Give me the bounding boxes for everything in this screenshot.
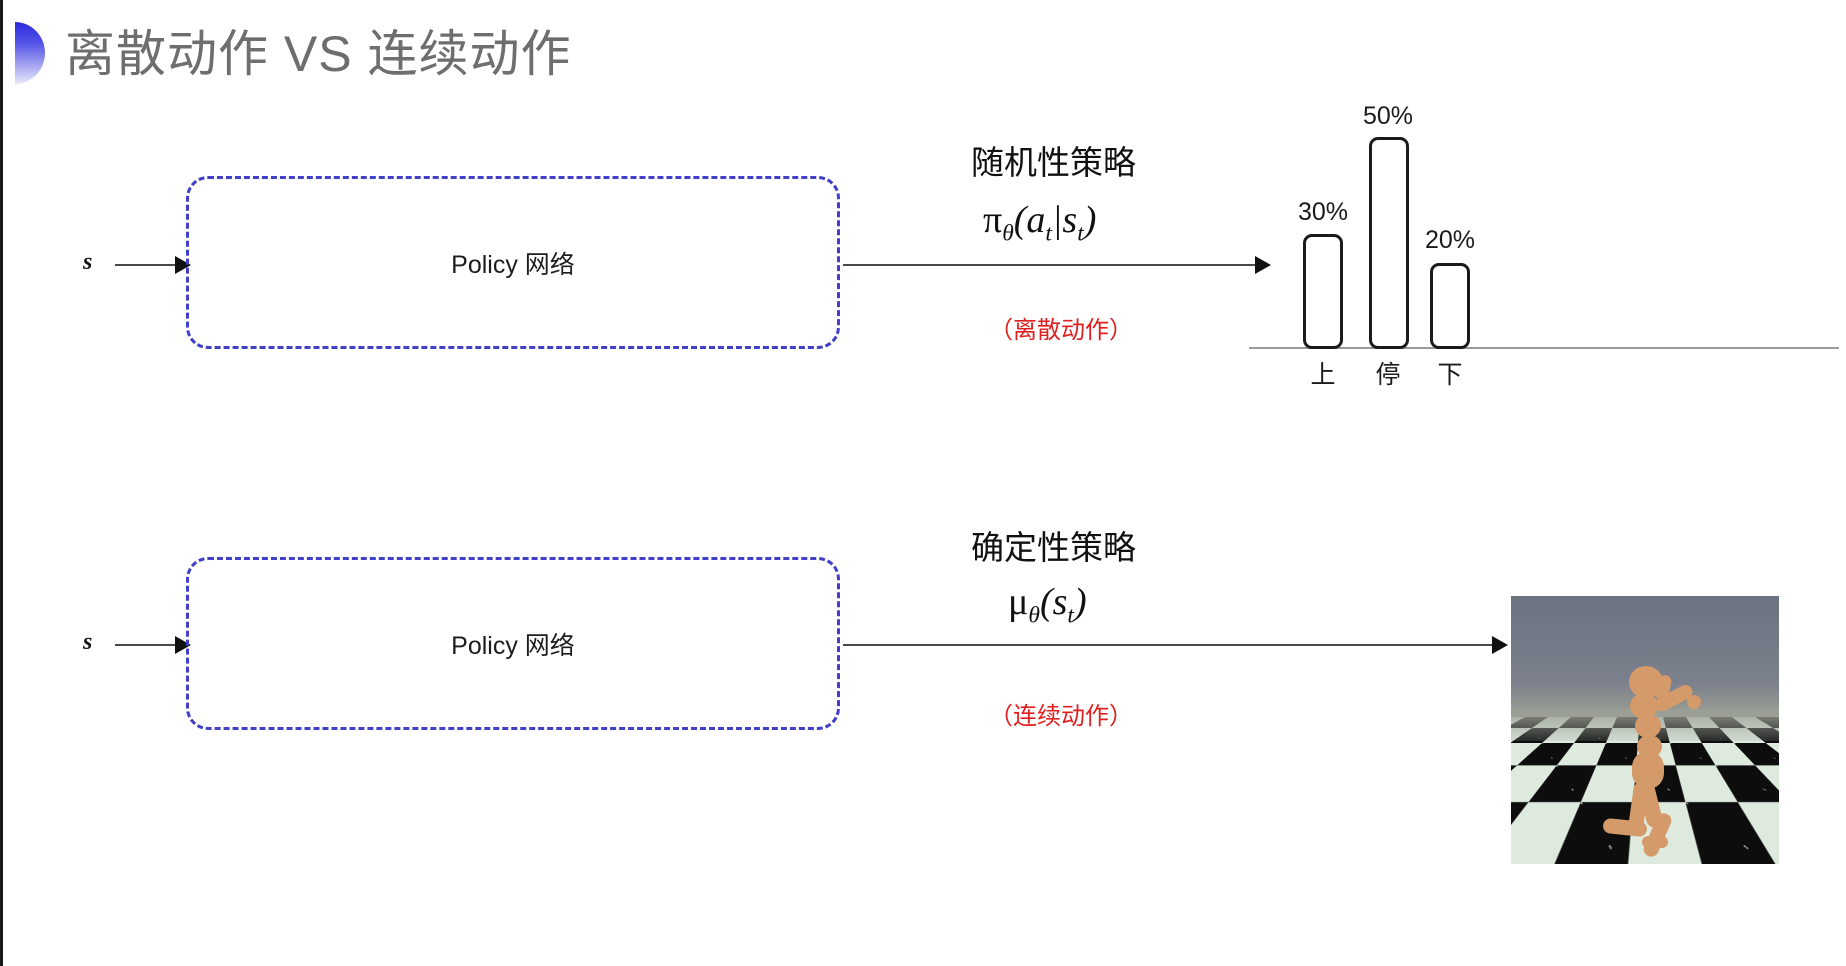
formula-pi: π: [983, 199, 1003, 241]
formula-bar-s: |s: [1051, 199, 1078, 241]
formula-a-sub-t: t: [1045, 220, 1052, 247]
state-label-continuous: s: [83, 629, 93, 655]
policy-kind-stochastic: 随机性策略: [971, 144, 1136, 181]
formula-s-sub-t: t: [1077, 220, 1084, 247]
input-arrow-line-discrete: [115, 264, 187, 266]
humanoid-hand: [1687, 695, 1701, 709]
output-arrow-head-continuous: [1492, 636, 1508, 654]
output-arrow-head-discrete: [1255, 256, 1271, 274]
formula-args-open: (a: [1013, 199, 1046, 241]
action-kind-continuous: （连续动作）: [989, 703, 1133, 730]
bar-value-2: 20%: [1424, 226, 1476, 254]
action-kind-discrete: （离散动作）: [989, 317, 1133, 344]
bar-category-2: 下: [1437, 361, 1463, 389]
formula-theta-2: θ: [1028, 602, 1040, 629]
output-arrow-line-discrete: [843, 264, 1266, 266]
humanoid-foot: [1642, 836, 1668, 848]
policy-network-box-discrete[interactable]: Policy 网络: [186, 176, 840, 349]
bar-value-0: 30%: [1297, 198, 1349, 226]
title-accent-shape: [15, 22, 45, 84]
policy-network-label-continuous: Policy 网络: [451, 631, 575, 660]
bar-0: [1303, 234, 1343, 349]
formula-close-paren-2: ): [1073, 581, 1087, 623]
bar-category-0: 上: [1310, 361, 1336, 389]
humanoid-simulation-image: [1511, 596, 1779, 864]
formula-mu: μ: [1008, 581, 1029, 623]
bar-value-1: 50%: [1362, 102, 1414, 130]
discrete-action-bar-chart: 30% 上 50% 停 20% 下: [1243, 92, 1843, 392]
policy-network-label-discrete: Policy 网络: [451, 250, 575, 279]
policy-kind-deterministic: 确定性策略: [971, 529, 1136, 566]
formula-theta: θ: [1002, 220, 1014, 247]
output-arrow-line-continuous: [843, 644, 1503, 646]
input-arrow-line-continuous: [115, 644, 187, 646]
bar-category-1: 停: [1375, 361, 1401, 389]
bar-2: [1430, 263, 1470, 349]
policy-network-box-continuous[interactable]: Policy 网络: [186, 557, 840, 730]
formula-args-open-2: (s: [1039, 581, 1068, 623]
formula-deterministic-policy: μθ(st): [1008, 580, 1087, 630]
chart-x-axis: [1249, 347, 1839, 349]
formula-stochastic-policy: πθ(at|st): [983, 198, 1096, 248]
state-label-discrete: s: [83, 249, 93, 275]
bar-1: [1369, 137, 1409, 349]
humanoid-abdomen: [1635, 714, 1661, 738]
formula-close-paren: ): [1083, 199, 1097, 241]
formula-s-sub-t-2: t: [1067, 602, 1074, 629]
page-title: 离散动作 VS 连续动作: [65, 26, 572, 82]
